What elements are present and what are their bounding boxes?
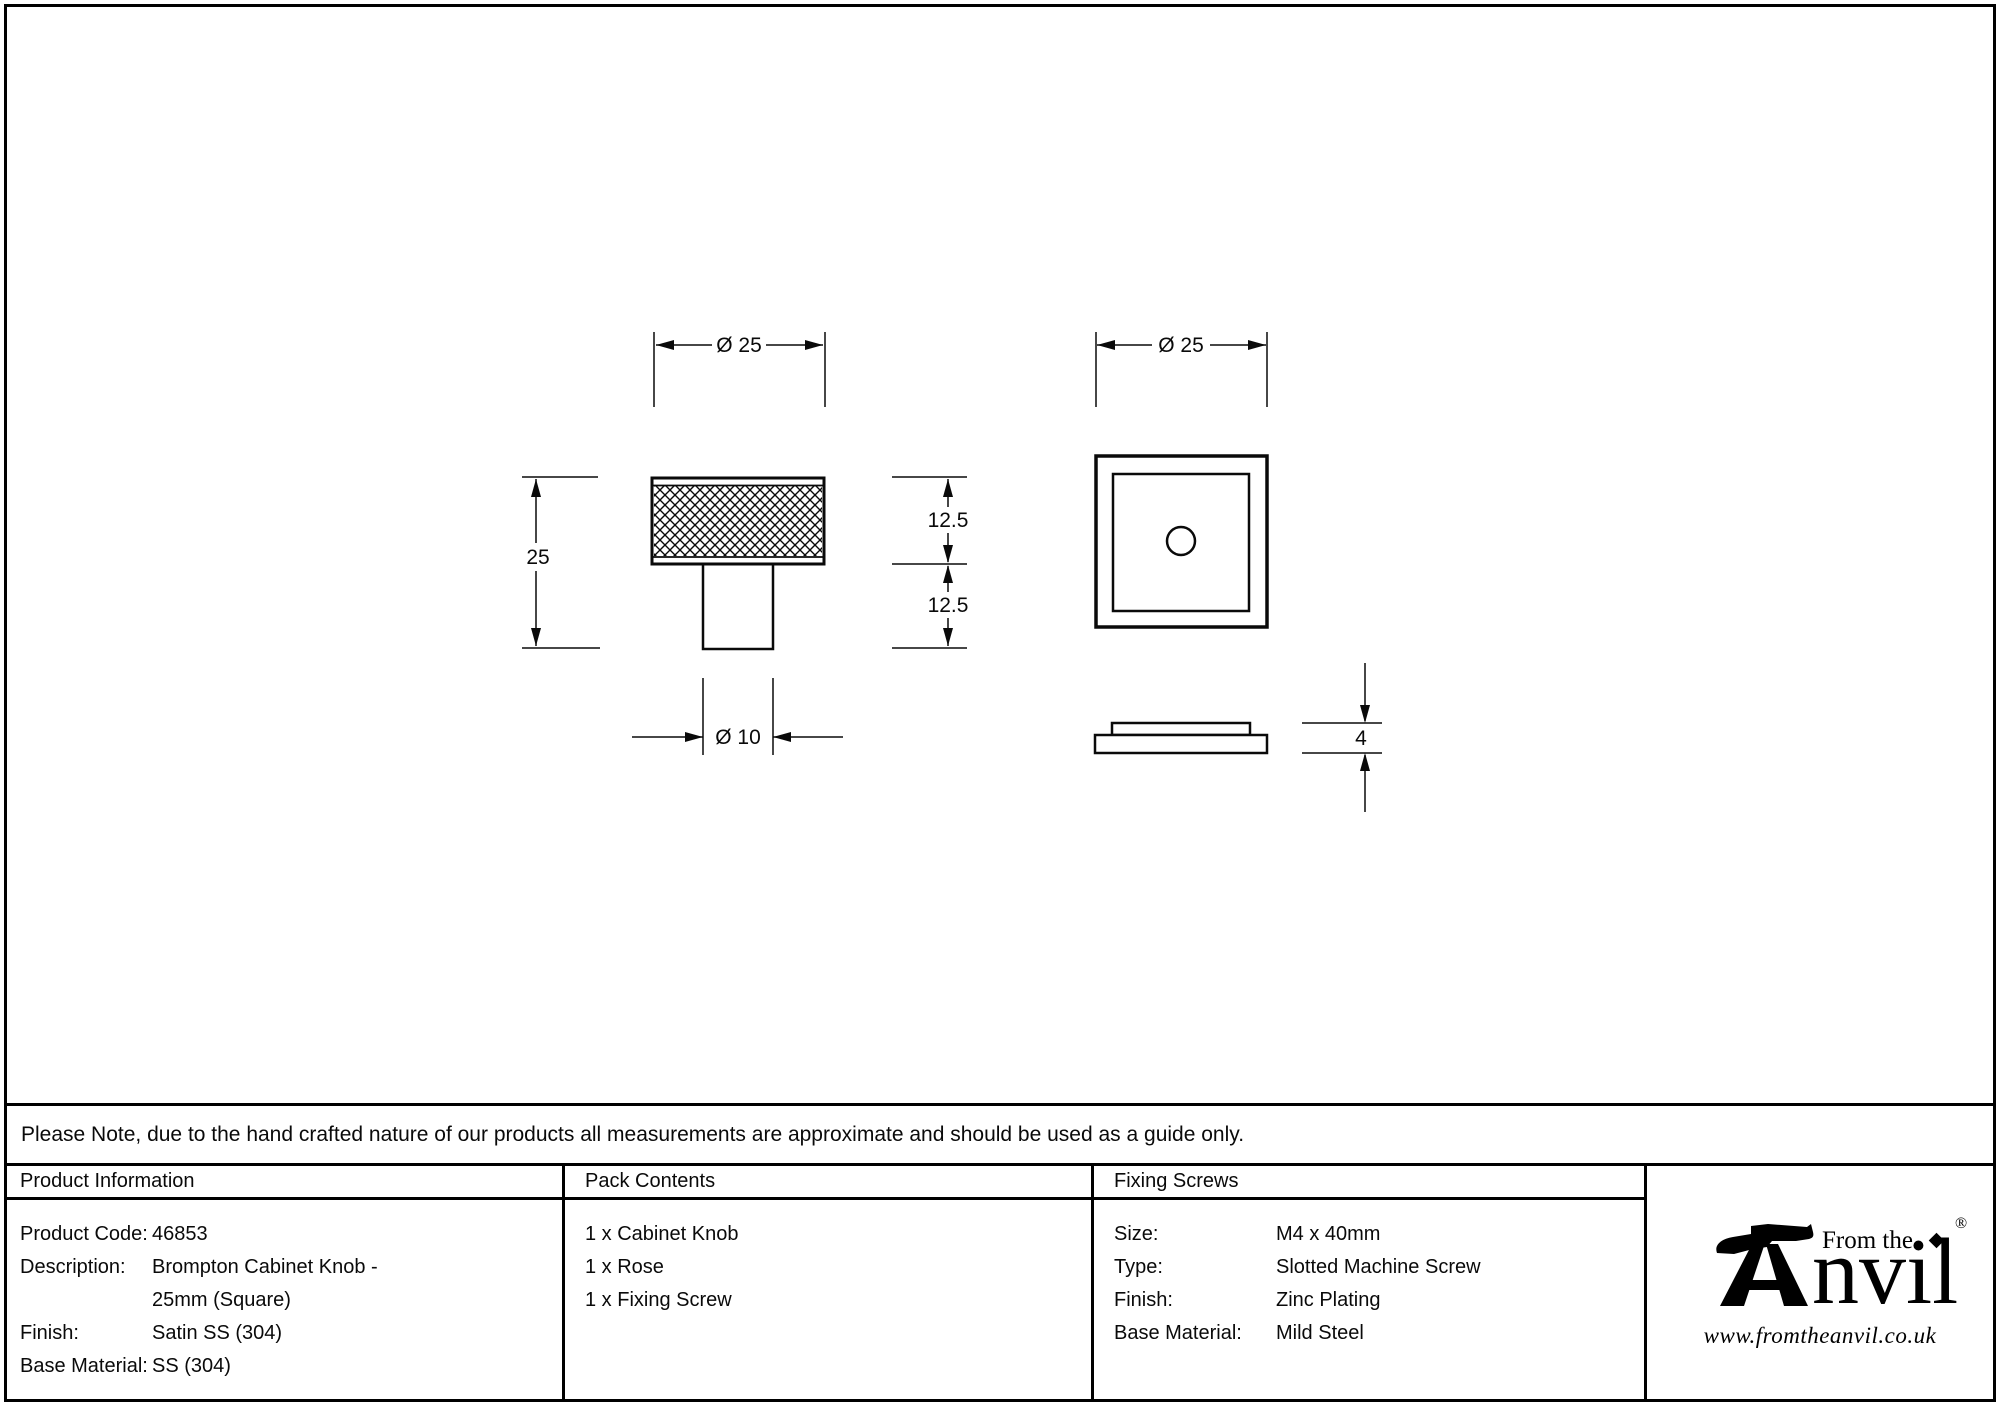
table-row: Product Code: 46853 — [20, 1218, 562, 1251]
screw-finish-value: Zinc Plating — [1276, 1289, 1381, 1311]
table-row: Finish: Zinc Plating — [1114, 1284, 1644, 1317]
info-table: Product Information Product Code: 46853 … — [7, 1166, 1993, 1399]
dim-stem-height: 12.5 — [928, 594, 969, 617]
pack-contents-header: Pack Contents — [565, 1166, 1091, 1200]
knob-face-outline — [1111, 472, 1251, 613]
pack-contents-column: Pack Contents 1 x Cabinet Knob 1 x Rose … — [565, 1166, 1094, 1399]
registered-trademark-icon: ® — [1955, 1215, 1968, 1232]
base-material-value: SS (304) — [152, 1355, 231, 1377]
size-value: M4 x 40mm — [1276, 1223, 1381, 1245]
type-label: Type: — [1114, 1256, 1163, 1278]
table-row: Base Material: SS (304) — [20, 1350, 562, 1383]
product-information-body: Product Code: 46853 Description: Brompto… — [7, 1200, 562, 1399]
list-item: 1 x Rose — [585, 1256, 664, 1278]
screw-base-material-value: Mild Steel — [1276, 1322, 1364, 1344]
note-text: Please Note, due to the hand crafted nat… — [21, 1122, 1245, 1146]
table-row: Base Material: Mild Steel — [1114, 1317, 1644, 1350]
table-row: Type: Slotted Machine Screw — [1114, 1251, 1644, 1284]
dim-stem-width: Ø 10 — [715, 726, 761, 749]
fixing-screws-header: Fixing Screws — [1094, 1166, 1644, 1200]
side-view-drawing: Ø 25 25 12.5 12.5 Ø 10 — [522, 332, 968, 755]
list-item: 1 x Fixing Screw — [585, 1289, 732, 1311]
technical-drawing: Ø 25 25 12.5 12.5 Ø 10 — [522, 332, 1382, 812]
list-item: 1 x Cabinet Knob — [585, 1223, 739, 1245]
table-row: Description: Brompton Cabinet Knob - 25m… — [20, 1251, 562, 1317]
product-information-header: Product Information — [7, 1166, 562, 1200]
info-section: Please Note, due to the hand crafted nat… — [7, 1103, 1993, 1399]
table-row: Size: M4 x 40mm — [1114, 1218, 1644, 1251]
dim-head-height: 12.5 — [928, 509, 969, 532]
measurement-note: Please Note, due to the hand crafted nat… — [7, 1106, 1993, 1166]
fixing-screws-body: Size: M4 x 40mm Type: Slotted Machine Sc… — [1094, 1200, 1644, 1399]
dim-face-width: Ø 25 — [1158, 334, 1204, 357]
base-material-label: Base Material: — [20, 1355, 148, 1377]
knob-stem — [701, 562, 775, 651]
knurl-pattern — [654, 486, 822, 556]
brand-column: From the nvil ® www.fromtheanvil.co.uk — [1647, 1166, 1993, 1399]
fixing-screws-column: Fixing Screws Size: M4 x 40mm Type: Slot… — [1094, 1166, 1647, 1399]
product-information-column: Product Information Product Code: 46853 … — [7, 1166, 565, 1399]
description-value: Brompton Cabinet Knob - 25mm (Square) — [152, 1256, 378, 1311]
from-the-anvil-logo: From the nvil ® www.fromtheanvil.co.uk — [1670, 1211, 1970, 1351]
logo-brand-text: nvil — [1812, 1220, 1959, 1324]
dim-rose-thickness: 4 — [1355, 727, 1367, 750]
dim-overall-height: 25 — [526, 546, 549, 569]
screw-finish-label: Finish: — [1114, 1289, 1173, 1311]
finish-label: Finish: — [20, 1322, 79, 1344]
description-label: Description: — [20, 1256, 126, 1278]
pack-contents-body: 1 x Cabinet Knob 1 x Rose 1 x Fixing Scr… — [565, 1200, 1091, 1399]
logo-tagline: From the — [1822, 1227, 1913, 1254]
table-row: Finish: Satin SS (304) — [20, 1317, 562, 1350]
rose-profile-base — [1093, 733, 1269, 755]
product-code-label: Product Code: — [20, 1223, 148, 1245]
anvil-icon — [1716, 1224, 1814, 1306]
screw-base-material-label: Base Material: — [1114, 1322, 1242, 1344]
type-value: Slotted Machine Screw — [1276, 1256, 1481, 1278]
size-label: Size: — [1114, 1223, 1159, 1245]
top-view-drawing: Ø 25 4 — [1093, 332, 1382, 812]
rose-profile-top — [1110, 721, 1252, 737]
product-code-value: 46853 — [152, 1223, 208, 1245]
screw-hole — [1165, 525, 1197, 557]
logo-website-url: www.fromtheanvil.co.uk — [1703, 1323, 1937, 1348]
dim-head-width: Ø 25 — [716, 334, 762, 357]
finish-value: Satin SS (304) — [152, 1322, 283, 1344]
